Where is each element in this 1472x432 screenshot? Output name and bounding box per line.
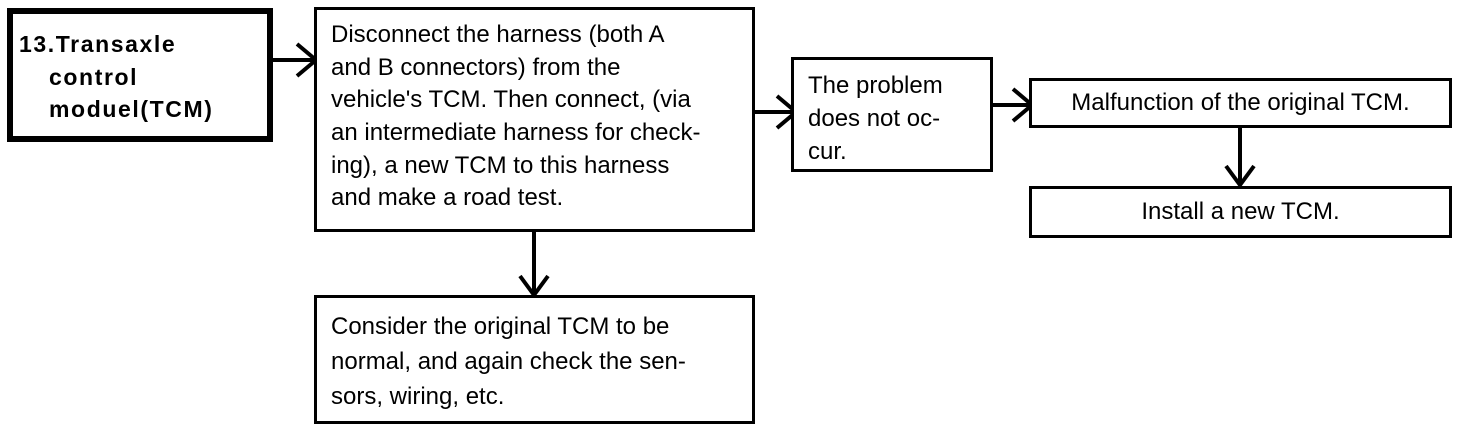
node-transaxle-control-module[interactable]: 13.Transaxle control moduel(TCM) <box>7 8 273 142</box>
node-normal-label: Consider the original TCM to be normal, … <box>331 313 686 410</box>
node-start-line-1: 13.Transaxle <box>19 31 177 57</box>
node-consider-tcm-normal[interactable]: Consider the original TCM to be normal, … <box>314 295 755 424</box>
node-outcome-label: The problem does not oc- cur. <box>808 72 943 166</box>
node-procedure-label: Disconnect the harness (both A and B con… <box>331 21 701 212</box>
node-malfunction-original-tcm[interactable]: Malfunction of the original TCM. <box>1029 78 1452 128</box>
node-problem-does-not-occur[interactable]: The problem does not oc- cur. <box>791 57 993 172</box>
node-start-line-3: moduel(TCM) <box>49 96 214 123</box>
node-malfunction-label: Malfunction of the original TCM. <box>1071 89 1410 116</box>
node-disconnect-harness-procedure[interactable]: Disconnect the harness (both A and B con… <box>314 7 755 232</box>
connector-start-to-procedure <box>271 42 320 78</box>
node-start-line-2: control <box>49 63 139 90</box>
connector-malfunction-to-install <box>1224 126 1256 189</box>
node-install-label: Install a new TCM. <box>1141 198 1340 225</box>
connector-procedure-to-normal <box>518 230 550 299</box>
node-transaxle-control-module-label: 13.Transaxle control moduel(TCM) <box>13 14 267 126</box>
node-install-new-tcm[interactable]: Install a new TCM. <box>1029 186 1452 238</box>
